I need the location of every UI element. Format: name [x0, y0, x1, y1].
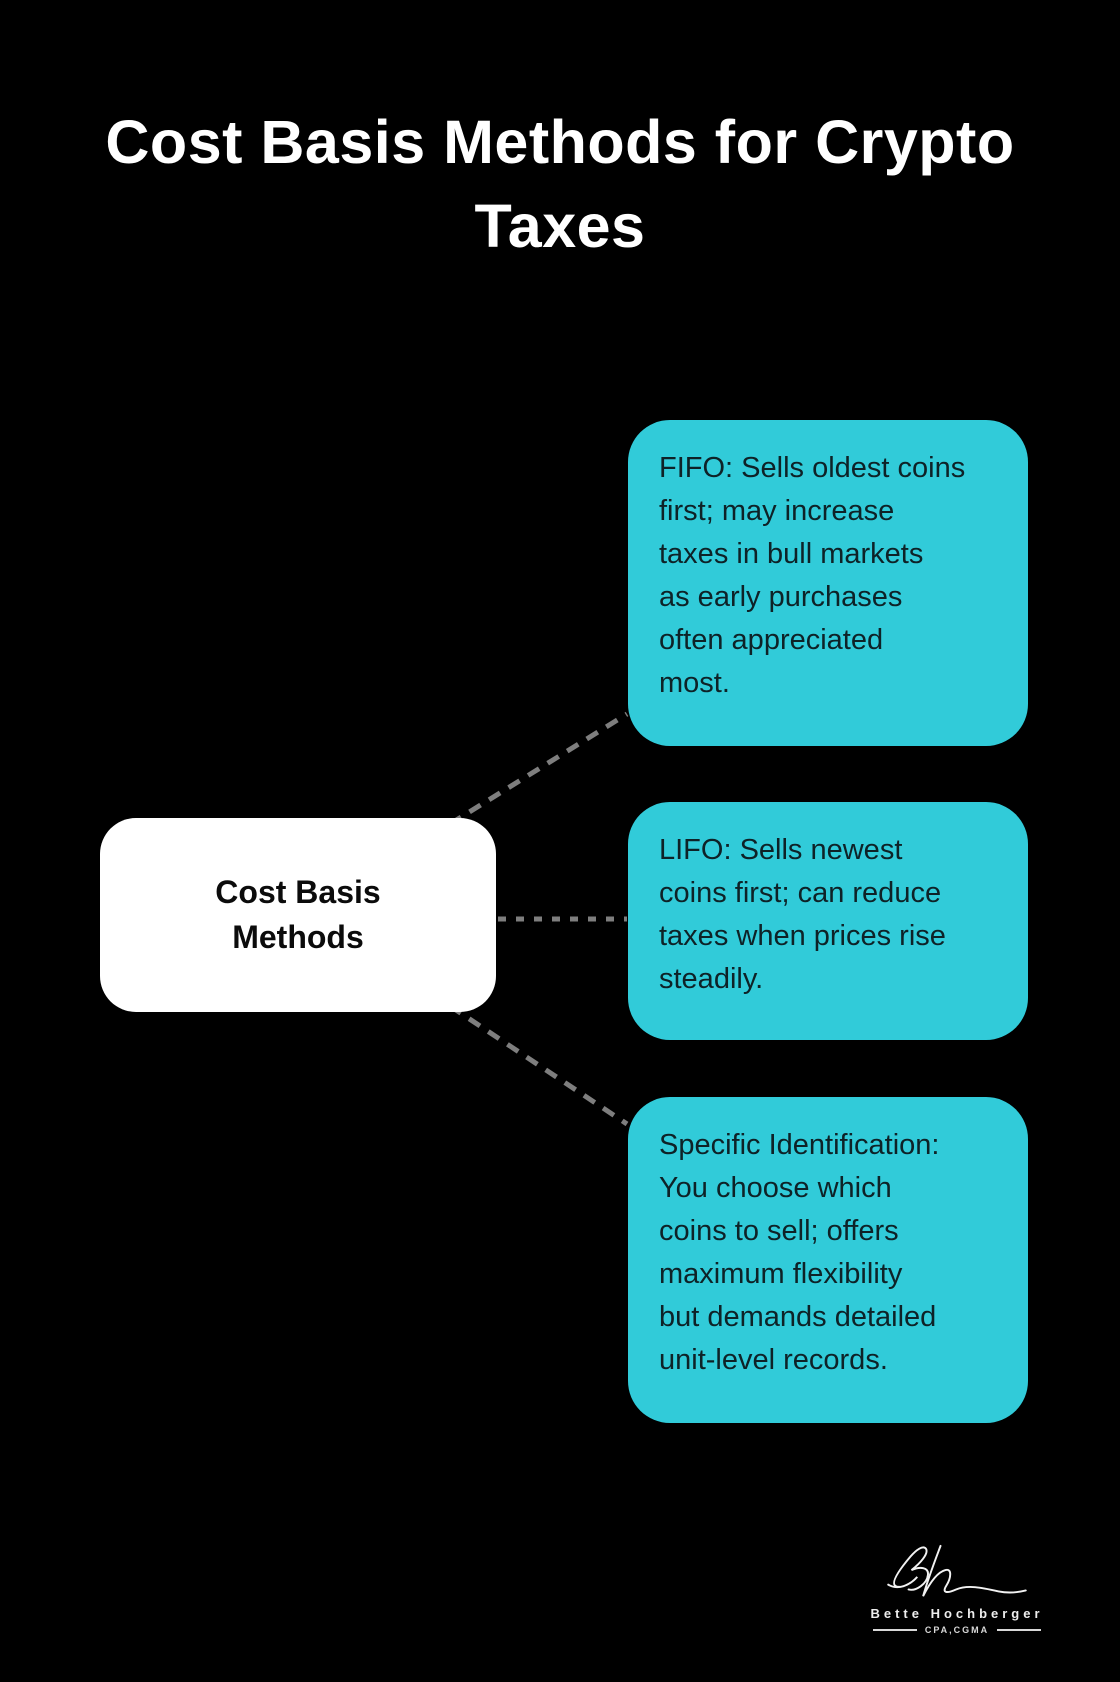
brand-signature-block: Bette Hochberger CPA,CGMA — [852, 1542, 1062, 1635]
root-node-label: Cost Basis Methods — [215, 873, 381, 955]
connector-root-to-fifo — [448, 711, 629, 827]
brand-credentials: CPA,CGMA — [924, 1625, 990, 1635]
branch-text-fifo: FIFO: Sells oldest coins first; may incr… — [659, 452, 966, 699]
root-node-cost-basis-methods: Cost Basis Methods — [100, 818, 496, 1012]
brand-name: Bette Hochberger — [870, 1606, 1044, 1621]
branch-text-specific-identification: Specific Identification: You choose whic… — [659, 1129, 940, 1376]
credentials-right-rule — [997, 1629, 1042, 1631]
connector-root-to-specific — [448, 1003, 629, 1127]
branch-box-specific-identification: Specific Identification: You choose whic… — [628, 1097, 1028, 1423]
brand-credentials-row: CPA,CGMA — [872, 1625, 1042, 1635]
bh-monogram-signature-icon — [887, 1544, 1027, 1597]
page-title: Cost Basis Methods for Crypto Taxes — [105, 108, 1015, 261]
branch-text-lifo: LIFO: Sells newest coins first; can redu… — [659, 834, 946, 995]
branch-box-lifo: LIFO: Sells newest coins first; can redu… — [628, 802, 1028, 1040]
credentials-left-rule — [872, 1629, 917, 1631]
branch-box-fifo: FIFO: Sells oldest coins first; may incr… — [628, 420, 1028, 746]
